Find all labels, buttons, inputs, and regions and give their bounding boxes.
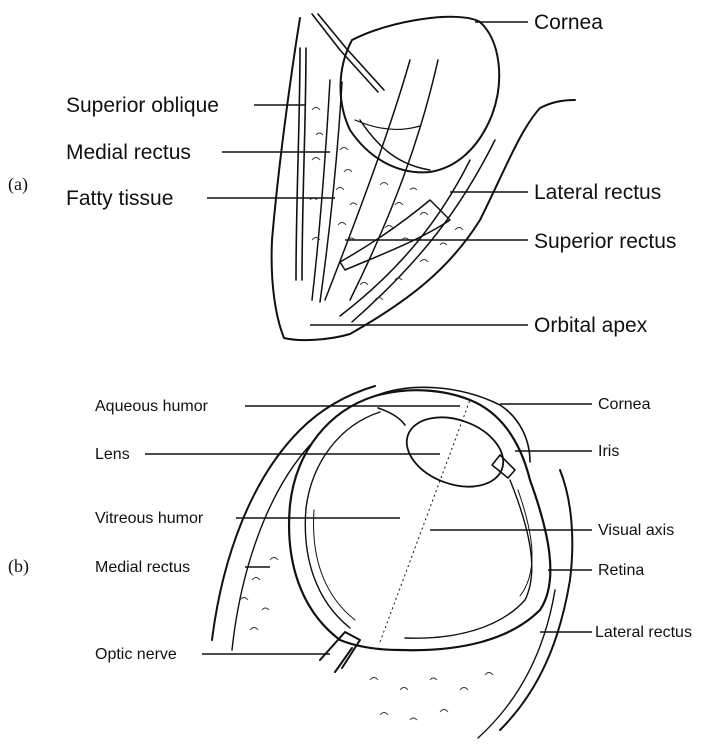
label-medial-rectus-b: Medial rectus <box>95 559 190 576</box>
panel-a-leaders <box>207 22 528 325</box>
orbit-wall-lateral <box>500 470 572 730</box>
label-superior-oblique: Superior oblique <box>66 94 219 117</box>
sclera-outer <box>289 390 550 650</box>
orbit-wall-medial <box>212 386 375 640</box>
orbital-fat-texture <box>240 558 493 721</box>
fatty-tissue-texture <box>310 108 463 301</box>
label-vitreous-humor: Vitreous humor <box>95 510 204 527</box>
optic-nerve-shape <box>320 632 360 672</box>
panel-b-illustration: (b) Aqueous humor Lens Vitreous humor Me… <box>8 386 692 738</box>
panel-b-leaders <box>145 404 592 654</box>
panel-a-tag: (a) <box>8 174 28 195</box>
label-visual-axis: Visual axis <box>598 522 674 539</box>
label-optic-nerve: Optic nerve <box>95 646 177 663</box>
cornea-b <box>375 387 530 462</box>
lens-shape <box>397 405 513 499</box>
label-retina: Retina <box>598 562 644 579</box>
orbit-outline <box>272 18 575 340</box>
label-lateral-rectus-b: Lateral rectus <box>595 624 692 641</box>
label-fatty-tissue: Fatty tissue <box>66 187 173 210</box>
label-lens: Lens <box>95 446 130 463</box>
globe-outline <box>341 17 500 173</box>
label-orbital-apex: Orbital apex <box>534 314 648 337</box>
label-lateral-rectus-a: Lateral rectus <box>534 181 661 204</box>
label-medial-rectus-a: Medial rectus <box>66 141 191 164</box>
label-iris: Iris <box>598 443 619 460</box>
label-cornea-a: Cornea <box>534 11 603 34</box>
panel-a-illustration: (a) Cornea Superior oblique Medial rectu… <box>8 11 676 340</box>
panel-b-tag: (b) <box>8 556 29 577</box>
label-cornea-b: Cornea <box>598 396 651 413</box>
label-aqueous-humor: Aqueous humor <box>95 398 209 415</box>
label-superior-rectus: Superior rectus <box>534 230 676 253</box>
iris-shape <box>378 408 515 478</box>
visual-axis-line <box>380 400 470 642</box>
